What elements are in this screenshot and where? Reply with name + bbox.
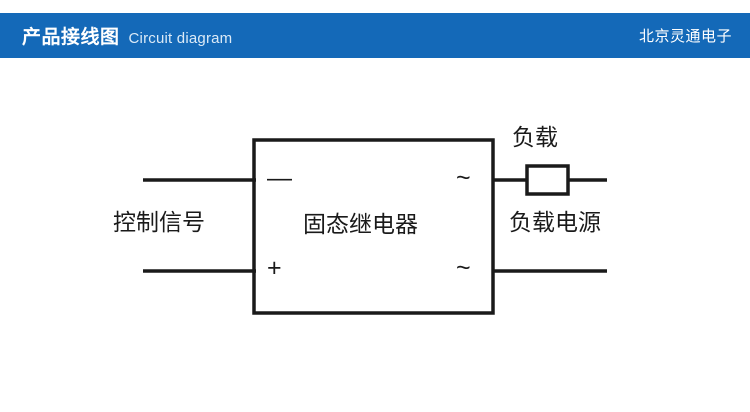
page-header: 产品接线图 Circuit diagram 北京灵通电子 xyxy=(0,13,750,58)
relay-body-rect xyxy=(252,138,495,315)
terminal-minus-icon: — xyxy=(267,164,292,192)
label-load: 负载 xyxy=(512,124,558,150)
page-subtitle: Circuit diagram xyxy=(128,30,233,47)
terminal-plus-icon: + xyxy=(267,254,282,282)
label-load-power: 负载电源 xyxy=(509,209,601,235)
circuit-diagram: 控制信号 固态继电器 负载 负载电源 — + ~ ~ xyxy=(0,58,750,412)
load-resistor-rect xyxy=(525,164,570,196)
label-relay-device: 固态继电器 xyxy=(303,211,418,237)
label-control-signal: 控制信号 xyxy=(113,209,205,235)
terminal-ac-bottom-icon: ~ xyxy=(456,254,471,282)
brand-name: 北京灵通电子 xyxy=(638,28,732,45)
header-title-group: 产品接线图 Circuit diagram xyxy=(22,22,232,49)
circuit-diagram-svg xyxy=(143,138,607,315)
page-title: 产品接线图 xyxy=(22,27,120,48)
terminal-ac-top-icon: ~ xyxy=(456,164,471,192)
